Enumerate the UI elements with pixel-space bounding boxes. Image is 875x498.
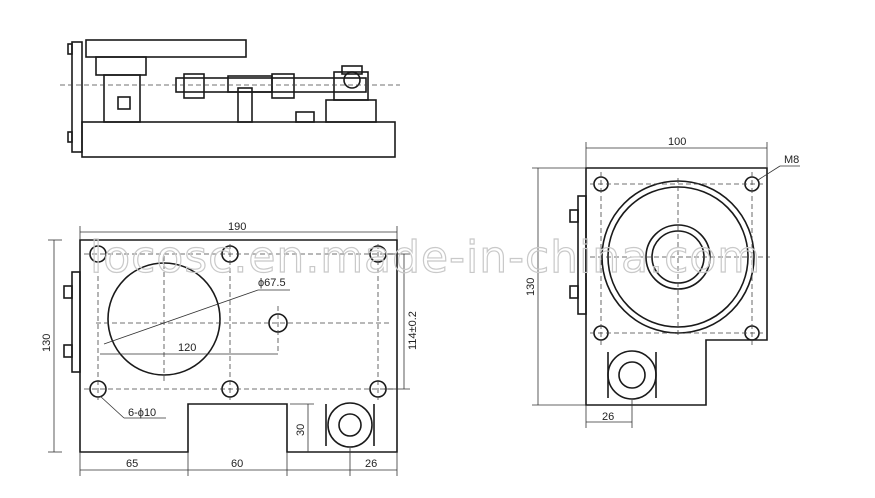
dim-leader-holes bbox=[99, 395, 125, 419]
plan-bolt-2 bbox=[63, 344, 73, 358]
load-cell-pin bbox=[117, 96, 131, 110]
plan-side-bracket bbox=[71, 271, 81, 373]
top-plate bbox=[85, 39, 247, 58]
load-cell-upper bbox=[95, 56, 147, 76]
plan-bolt-1 bbox=[63, 285, 73, 299]
dim-left-label: 65 bbox=[126, 458, 138, 470]
side-dim-width-label: 100 bbox=[668, 136, 686, 148]
dim-pitch-h-label: 120 bbox=[178, 342, 196, 354]
dim-bore-label: ϕ67.5 bbox=[258, 277, 286, 289]
post-cap bbox=[341, 65, 363, 75]
side-view: 100 130 M8 26 bbox=[525, 136, 800, 428]
side-bracket bbox=[71, 41, 83, 153]
bolt-head-bottom bbox=[67, 131, 73, 143]
rod-nut-left bbox=[183, 73, 205, 99]
small-bolt bbox=[295, 111, 315, 123]
side-post-outer bbox=[607, 350, 657, 400]
side-dim-thread-label: M8 bbox=[784, 154, 799, 166]
post-base bbox=[325, 99, 377, 123]
dim-right-label: 26 bbox=[365, 458, 377, 470]
plan-outline bbox=[79, 239, 398, 453]
side-outline bbox=[585, 167, 768, 406]
watermark-text: locosc.en.made-in-china.com bbox=[90, 232, 761, 283]
load-cell-body bbox=[103, 74, 141, 123]
dim-width-label: 190 bbox=[228, 221, 246, 233]
dim-leader-bore bbox=[103, 289, 259, 345]
post-pin bbox=[343, 71, 361, 89]
side-post-inner bbox=[618, 361, 646, 389]
bolt-head-top bbox=[67, 43, 73, 55]
base-plate bbox=[81, 121, 396, 158]
side-dim-height-label: 130 bbox=[525, 278, 537, 296]
side-bolt-2 bbox=[569, 285, 579, 299]
side-bolt-1 bbox=[569, 209, 579, 223]
rod-clamp bbox=[227, 75, 273, 93]
rod-support bbox=[237, 87, 253, 123]
post-body bbox=[333, 71, 369, 101]
dim-holes-label: 6-ϕ10 bbox=[128, 407, 156, 419]
dim-pitch-v-label: 114±0.2 bbox=[407, 311, 419, 350]
side-bracket-plate bbox=[577, 195, 587, 315]
top-elevation-view bbox=[60, 39, 400, 158]
dim-height-label: 130 bbox=[41, 334, 53, 352]
dim-slot-width-label: 60 bbox=[231, 458, 243, 470]
dim-slot-depth-label: 30 bbox=[295, 424, 307, 436]
post-outer-circle bbox=[327, 402, 373, 448]
side-dim-leader-m8 bbox=[757, 165, 781, 181]
post-inner-circle bbox=[338, 413, 362, 437]
side-dim-offset-label: 26 bbox=[602, 411, 614, 423]
bore-circle bbox=[107, 262, 221, 376]
front-plan-view: 190 130 114±0.2 120 ϕ67.5 6-ϕ10 30 65 60… bbox=[41, 221, 419, 476]
